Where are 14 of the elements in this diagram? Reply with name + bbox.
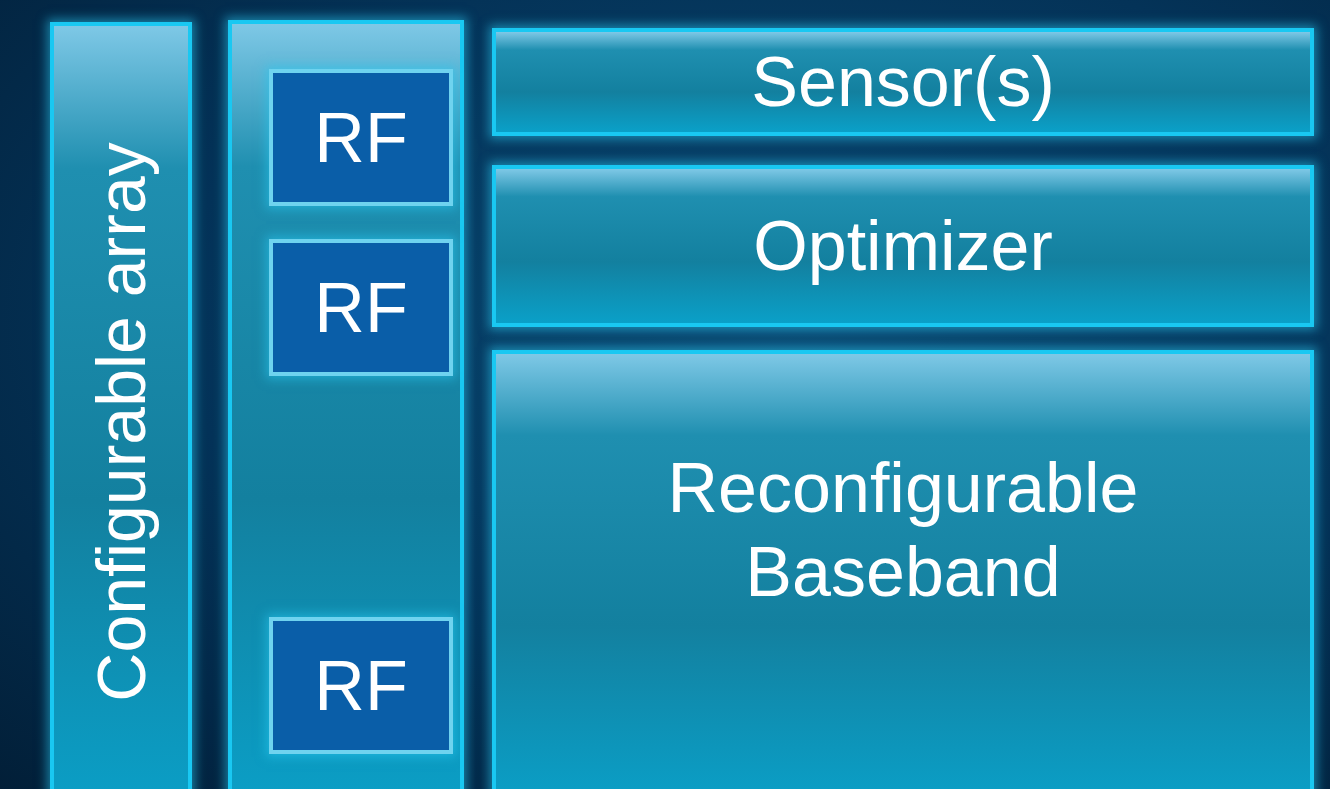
rf-block: [269, 239, 453, 376]
block-label: RF: [313, 645, 409, 727]
block-label: Optimizer: [752, 206, 1054, 287]
module-box: [50, 22, 192, 789]
block-label: RF: [313, 267, 409, 349]
rf-block: [269, 69, 453, 206]
block-label: Reconfigurable Baseband: [666, 448, 1140, 613]
module-box: [492, 165, 1314, 327]
block-label: RF: [313, 97, 409, 179]
column-panel: [228, 20, 464, 789]
rf-block: [269, 617, 453, 754]
module-box: [492, 350, 1314, 789]
module-box: [492, 28, 1314, 136]
block-label: Sensor(s): [750, 42, 1056, 123]
